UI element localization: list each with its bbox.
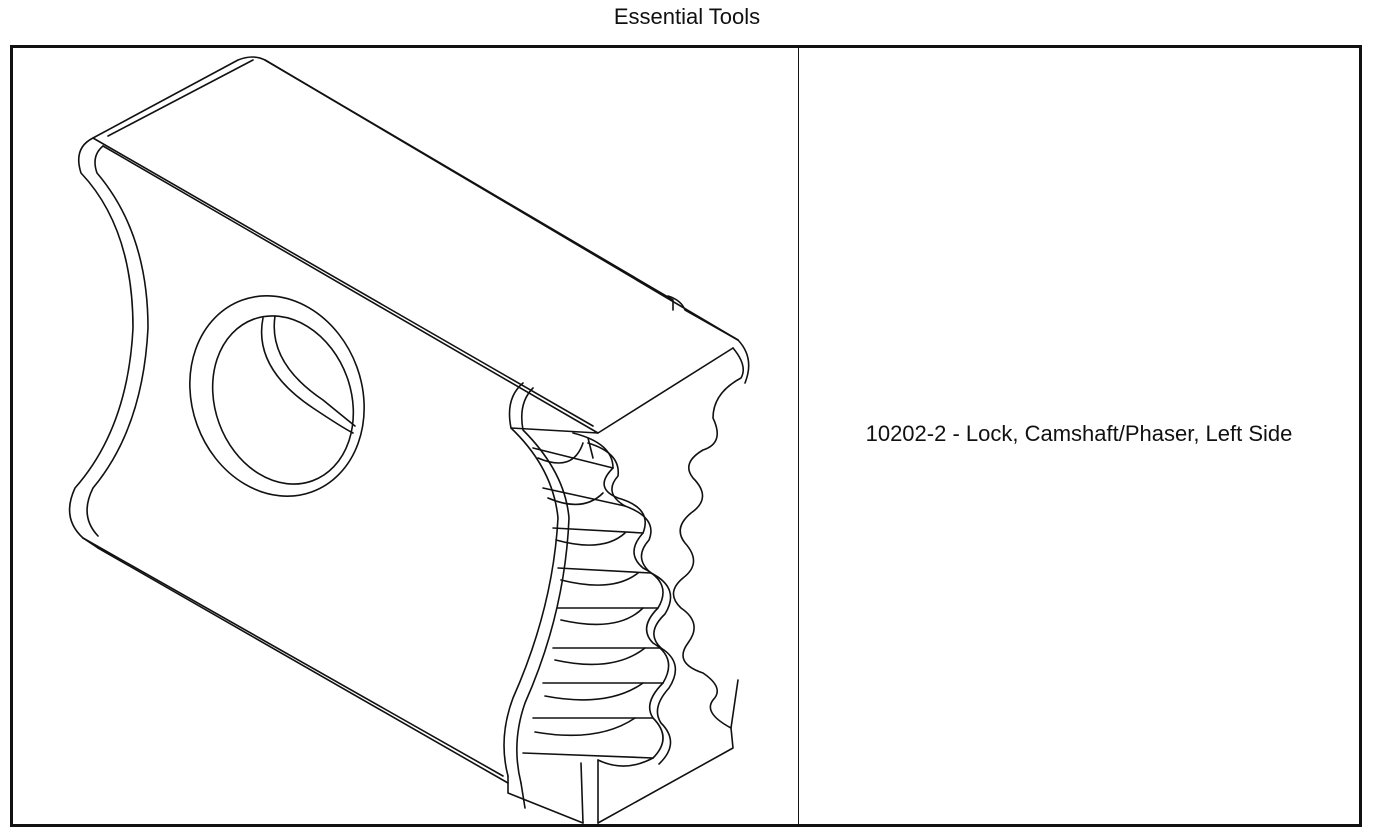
tool-caption-cell: 10202-2 - Lock, Camshaft/Phaser, Left Si… (799, 48, 1359, 824)
tool-image-cell (13, 48, 799, 824)
camshaft-phaser-lock-tool-icon (68, 56, 750, 824)
page-title: Essential Tools (613, 4, 761, 29)
essential-tools-table: 10202-2 - Lock, Camshaft/Phaser, Left Si… (10, 45, 1362, 827)
tool-caption: 10202-2 - Lock, Camshaft/Phaser, Left Si… (865, 421, 1293, 446)
